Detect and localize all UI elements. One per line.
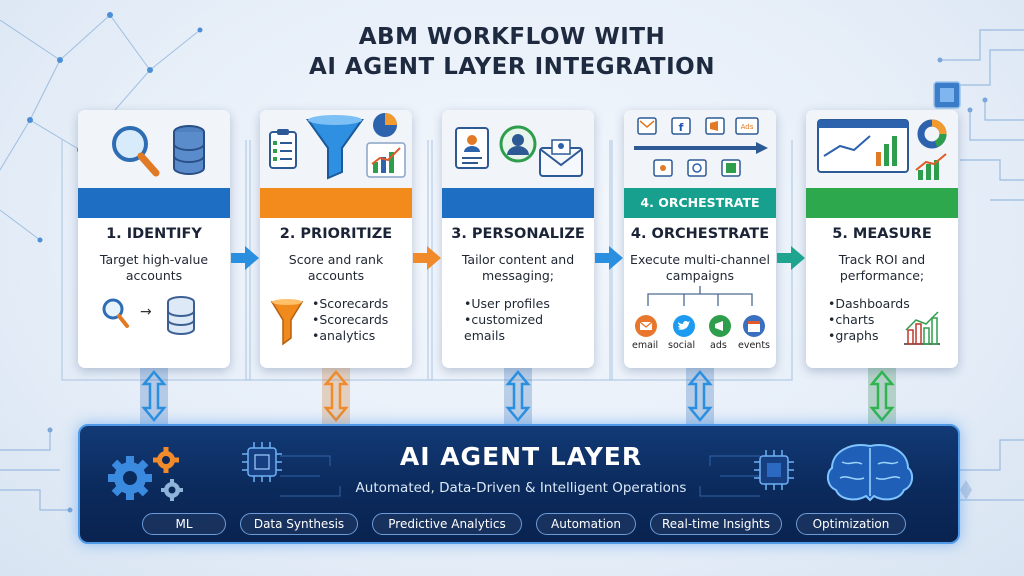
bullet-item: customized emails	[464, 312, 584, 344]
ai-layer-title: AI AGENT LAYER	[399, 442, 643, 471]
capability-pill-data-synthesis: Data Synthesis	[240, 513, 358, 535]
ai-connector-measure	[868, 368, 896, 424]
step-title: 4. ORCHESTRATE	[630, 226, 770, 242]
dashboard-icon	[817, 119, 909, 173]
processor-icon	[754, 450, 794, 490]
step-description: Target high-value accounts	[99, 252, 209, 283]
step-bullets: Dashboards charts graphs	[828, 296, 910, 344]
bullet-item: Dashboards	[828, 296, 909, 312]
flow-arrow-1-2	[231, 246, 259, 270]
megaphone-icon	[709, 315, 731, 337]
bullet-item: analytics	[312, 328, 388, 344]
capability-pill-real-time-insights: Real-time Insights	[650, 513, 782, 535]
step-card-prioritize: 2. PRIORITIZE Score and rank accounts Sc…	[260, 110, 412, 368]
bullet-item: Scorecards	[312, 312, 388, 328]
step-title: 2. PRIORITIZE	[279, 226, 393, 242]
channel-label-social: social	[668, 340, 696, 351]
step-color-bar	[78, 188, 230, 218]
magnifier-icon	[102, 298, 129, 328]
database-icon	[173, 125, 205, 175]
bar-chart-icon	[366, 142, 406, 178]
circuit-traces-decor	[280, 455, 760, 497]
database-icon	[167, 296, 195, 335]
chip-icon	[242, 442, 282, 482]
channel-timeline-icon: f Ads	[634, 117, 768, 177]
ai-connector-prioritize	[322, 368, 350, 424]
step-title: 1. IDENTIFY	[106, 226, 202, 242]
capability-pill-ml: ML	[142, 513, 226, 535]
step-color-bar	[442, 188, 594, 218]
user-icon	[499, 125, 537, 163]
capability-pill-predictive-analytics: Predictive Analytics	[372, 513, 522, 535]
profile-card-icon	[455, 127, 489, 169]
twitter-icon	[673, 315, 695, 337]
step-description: Execute multi-channel campaigns	[630, 252, 770, 283]
step-color-bar: 4. ORCHESTRATE	[624, 188, 776, 218]
gears-icon	[108, 447, 183, 501]
envelope-icon	[539, 139, 583, 177]
bar-chart-icon	[915, 153, 947, 180]
flow-arrow-4-5	[777, 246, 805, 270]
page-title: ABM WORKFLOW WITH AI AGENT LAYER INTEGRA…	[0, 22, 1024, 82]
step-title: 5. MEASURE	[832, 226, 932, 242]
ai-layer-subtitle: Automated, Data-Driven & Intelligent Ope…	[355, 480, 687, 496]
title-line-1: ABM WORKFLOW WITH	[358, 24, 666, 50]
channel-label-email: email	[632, 340, 659, 351]
bullet-item: charts	[828, 312, 910, 328]
channel-label-ads: ads	[710, 340, 727, 351]
step-color-bar	[806, 188, 958, 218]
donut-chart-icon	[917, 119, 947, 149]
step-description: Tailor content and messaging;	[461, 252, 575, 283]
step-bullets: User profiles customized emails	[464, 296, 584, 344]
step-card-orchestrate: f Ads 4. ORCHESTRATE 4. ORCHESTRATE Exec…	[624, 110, 776, 368]
ai-agent-layer-panel: AI AGENT LAYER Automated, Data-Driven & …	[78, 424, 960, 544]
capability-pill-optimization: Optimization	[796, 513, 906, 535]
step-bullets: Scorecards Scorecards analytics	[312, 296, 388, 344]
title-line-2: AI AGENT LAYER INTEGRATION	[309, 54, 715, 80]
ai-connector-orchestrate	[686, 368, 714, 424]
bullet-item: User profiles	[464, 296, 584, 312]
ai-connector-identify	[140, 368, 168, 424]
magnifier-icon	[112, 126, 160, 177]
svg-text:f: f	[679, 121, 684, 134]
channel-branch-lines	[647, 286, 753, 306]
brain-icon	[826, 444, 914, 502]
funnel-icon	[270, 299, 304, 346]
step-color-bar	[260, 188, 412, 218]
step-title: 3. PERSONALIZE	[451, 226, 585, 242]
step-description: Track ROI and performance;	[838, 252, 926, 283]
step-card-personalize: 3. PERSONALIZE Tailor content and messag…	[442, 110, 594, 368]
bullet-item: graphs	[828, 328, 910, 344]
channel-label-events: events	[738, 340, 771, 351]
arrow-right-icon: →	[140, 304, 152, 320]
flow-arrow-2-3	[413, 246, 441, 270]
capability-pill-automation: Automation	[536, 513, 636, 535]
calendar-icon	[743, 315, 765, 337]
clipboard-icon	[269, 129, 297, 169]
bar-chart-icon	[904, 311, 940, 345]
step-card-identify: 1. IDENTIFY Target high-value accounts →	[78, 110, 230, 368]
pie-chart-icon	[373, 113, 397, 137]
bullet-item: Scorecards	[312, 296, 388, 312]
funnel-icon	[306, 115, 364, 180]
step-description: Score and rank accounts	[288, 252, 384, 283]
ads-label: Ads	[741, 123, 754, 131]
flow-arrow-3-4	[595, 246, 623, 270]
ai-connector-personalize	[504, 368, 532, 424]
step-card-measure: 5. MEASURE Track ROI and performance; Da…	[806, 110, 958, 368]
email-icon	[635, 315, 657, 337]
